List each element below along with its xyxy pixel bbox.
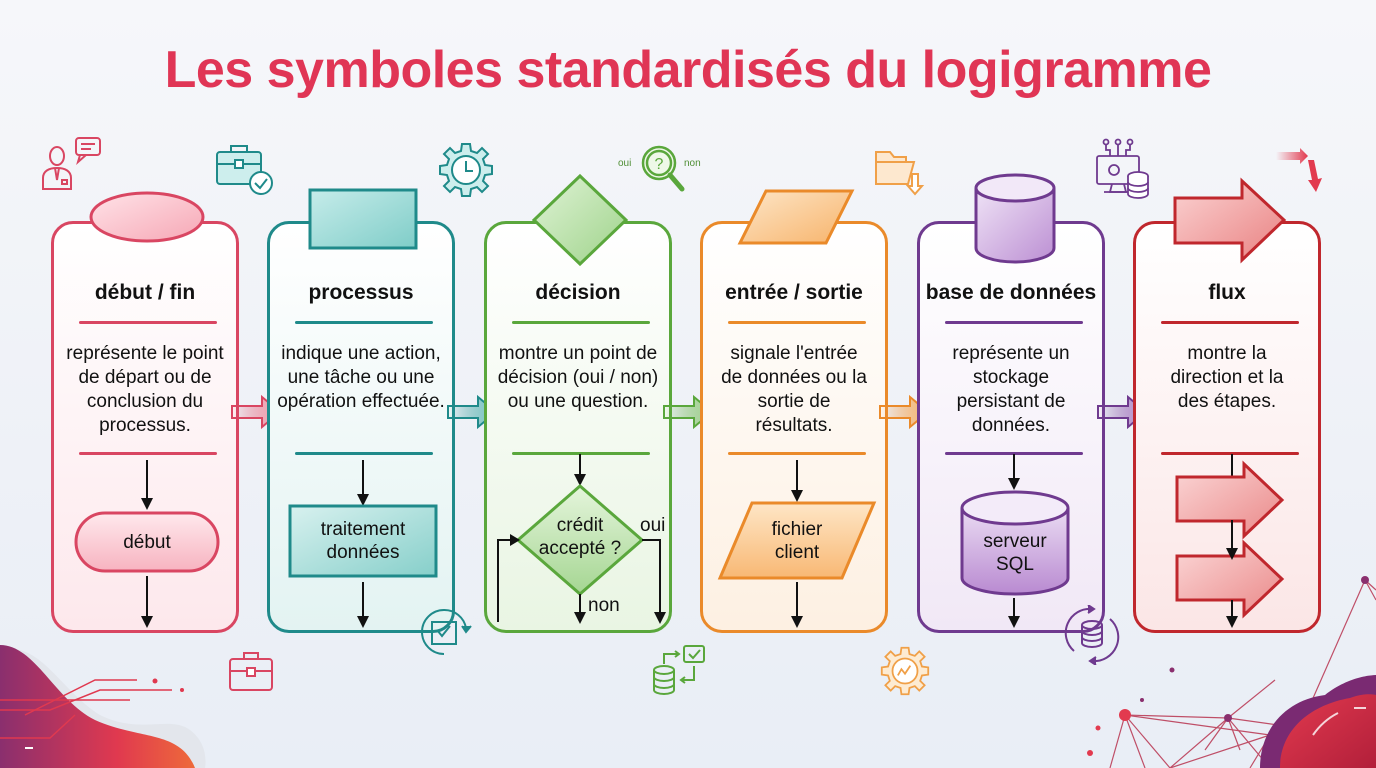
example-label-serveur: serveur SQL [983, 531, 1047, 575]
divider [79, 452, 217, 455]
divider [1161, 452, 1299, 455]
briefcase-icon [229, 652, 273, 691]
gear-clock-icon [439, 143, 493, 197]
flow-arrow-down [141, 460, 153, 510]
flow-arrow-down [574, 454, 586, 486]
divider [728, 321, 866, 324]
icon-label-oui: oui [618, 158, 632, 169]
card-heading: décision [535, 281, 621, 304]
flow-arrow-down [791, 460, 803, 502]
card-heading: base de données [925, 281, 1097, 304]
folder-download-icon [875, 151, 925, 196]
card-description: montre un point de décision (oui / non) … [497, 343, 659, 412]
svg-text:?: ? [655, 156, 664, 173]
computer-database-icon [1096, 138, 1149, 199]
ellipse-symbol [89, 191, 205, 243]
flow-arrow-down [141, 576, 153, 628]
flow-arrow-down [1008, 598, 1020, 628]
diamond-symbol [531, 173, 629, 267]
divider [295, 321, 433, 324]
card-description: signale l'entrée de données ou la sortie… [721, 343, 867, 436]
card-heading: processus [308, 281, 414, 304]
example-label-debut: début [123, 532, 171, 553]
divider [512, 321, 650, 324]
divider [945, 321, 1083, 324]
magnifier-question-icon: oui ? non [618, 144, 708, 194]
database-refresh-icon [1064, 605, 1120, 665]
example-label-traitement: traitement données [320, 519, 406, 563]
card-description: montre la direction et la des étapes. [1170, 343, 1284, 412]
card-description: représente le point de départ ou de conc… [66, 343, 224, 436]
parallelogram-symbol [737, 189, 855, 245]
cycle-checklist-icon [421, 608, 472, 655]
terminal-symbol [74, 511, 220, 573]
decorative-blob-bottom-left [0, 645, 206, 768]
flow-arrow-down [791, 582, 803, 628]
page-title: Les symboles standardisés du logigramme [164, 41, 1212, 99]
card-heading: flux [1208, 281, 1246, 304]
divider [512, 452, 650, 455]
divider [945, 452, 1083, 455]
rectangle-symbol [308, 188, 418, 250]
card-base-de-donnees: base de données représente un stockage p… [917, 221, 1105, 633]
divider [1161, 321, 1299, 324]
divider [728, 452, 866, 455]
icon-label-non: non [684, 158, 701, 169]
direction-arrows-icon [1276, 148, 1322, 192]
branch-label-no: non [588, 595, 620, 616]
database-sync-icon [653, 645, 705, 695]
example-label-fichier: fichier client [771, 519, 823, 563]
cylinder-symbol [974, 173, 1056, 264]
gear-chart-icon [880, 646, 930, 696]
person-speech-icon [42, 137, 101, 190]
flow-arrow-down [357, 582, 369, 628]
card-heading: début / fin [94, 281, 196, 304]
flow-arrow-down [1008, 454, 1020, 490]
card-description: représente un stockage persistant de don… [952, 343, 1070, 436]
flow-arrow-down [357, 460, 369, 506]
card-description: indique une action, une tâche ou une opé… [277, 343, 445, 412]
process-symbol [288, 504, 438, 578]
card-heading: entrée / sortie [725, 281, 863, 304]
arrow-symbol [1173, 177, 1287, 264]
divider [79, 321, 217, 324]
flow-example-arrows [1175, 454, 1285, 628]
example-label-credit: crédit accepté ? [538, 515, 622, 559]
branch-label-yes: oui [640, 515, 666, 536]
database-example-cylinder [960, 490, 1070, 596]
divider [295, 452, 433, 455]
briefcase-check-icon [216, 145, 273, 195]
decision-example-diamond [497, 484, 666, 624]
io-symbol [717, 501, 877, 580]
decorative-network-bottom-right [1087, 576, 1376, 768]
